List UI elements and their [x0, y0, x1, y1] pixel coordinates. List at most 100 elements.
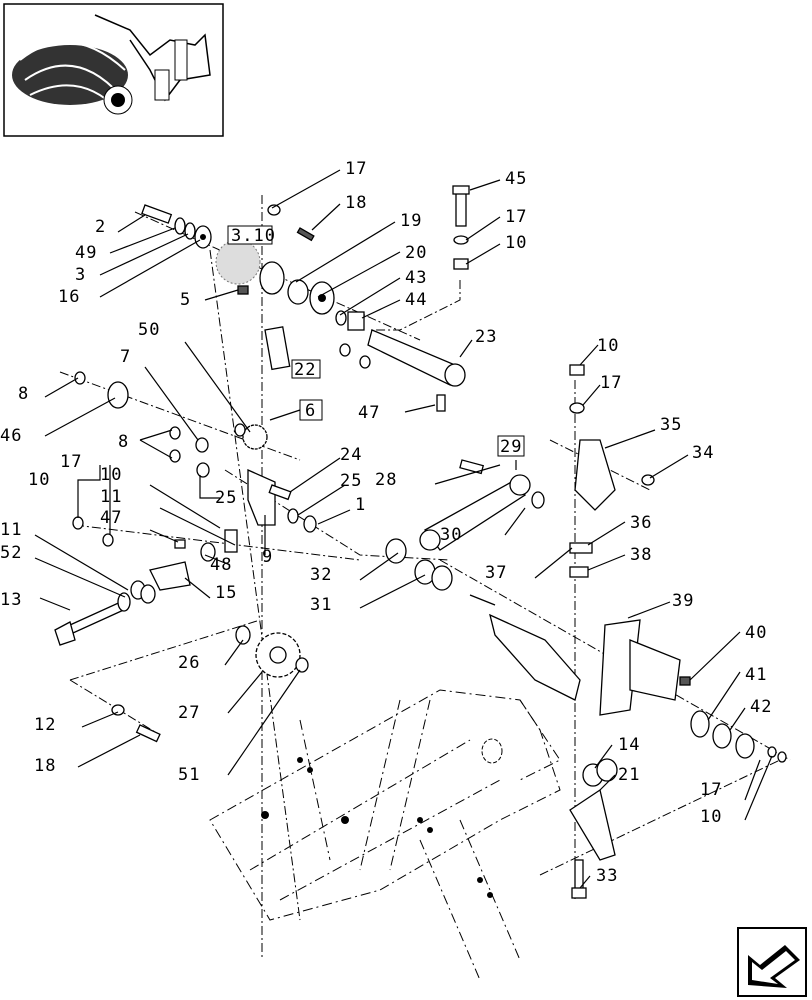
pad-38[interactable] — [569, 566, 589, 578]
washer-43[interactable] — [335, 310, 347, 326]
bolt-13[interactable] — [54, 592, 131, 646]
bolt-18-bottom[interactable] — [135, 724, 161, 743]
callout-17: 17 — [600, 373, 622, 393]
bracket-21[interactable] — [569, 788, 616, 861]
callout-10: 10 — [597, 336, 619, 356]
bolt-45[interactable] — [452, 185, 470, 227]
callout-5: 5 — [180, 290, 191, 310]
arrow-icon — [748, 945, 800, 988]
bearing-20[interactable] — [309, 281, 335, 315]
small-bolt-18-top[interactable] — [296, 227, 315, 242]
callout-15: 15 — [215, 583, 237, 603]
callout-25: 25 — [215, 488, 237, 508]
callout-46: 46 — [0, 426, 22, 446]
fittings-47-48[interactable] — [174, 529, 238, 562]
callout-45: 45 — [505, 169, 527, 189]
chain-link-22[interactable] — [264, 326, 291, 371]
callout-35: 35 — [660, 415, 682, 435]
washer-12[interactable] — [111, 704, 125, 716]
callout-42: 42 — [750, 697, 772, 717]
bolt-33[interactable] — [571, 859, 587, 899]
bolt-28[interactable] — [459, 459, 485, 475]
navigate-next-button[interactable] — [737, 927, 807, 997]
ref-box-22[interactable]: 22 — [291, 359, 321, 380]
callout-23: 23 — [475, 327, 497, 347]
callout-25: 25 — [340, 471, 362, 491]
leader-lines — [34, 169, 773, 889]
ref-box-29[interactable]: 29 — [497, 435, 525, 457]
bolt-2[interactable] — [141, 204, 173, 224]
spacer-26[interactable] — [235, 625, 251, 645]
callout-11: 11 — [0, 520, 22, 540]
tensioner-arm-9[interactable] — [247, 468, 276, 526]
callout-39: 39 — [672, 591, 694, 611]
shaft-23[interactable] — [367, 329, 466, 387]
hub-19[interactable] — [259, 261, 309, 305]
washers-1[interactable] — [287, 508, 317, 533]
bolt-24[interactable] — [268, 484, 292, 501]
callout-17: 17 — [60, 452, 82, 472]
bearing-31[interactable] — [414, 559, 453, 591]
small-washers-left[interactable] — [72, 516, 114, 547]
washer-8-left[interactable] — [74, 371, 86, 385]
callout-27: 27 — [178, 703, 200, 723]
washer-16[interactable] — [194, 225, 212, 249]
bolt-40[interactable] — [679, 676, 691, 686]
callout-19: 19 — [400, 211, 422, 231]
callout-36: 36 — [630, 513, 652, 533]
bracket-35[interactable] — [574, 439, 616, 511]
callout-26: 26 — [178, 653, 200, 673]
spacer-3[interactable] — [184, 222, 196, 240]
callout-51: 51 — [178, 765, 200, 785]
callout-14: 14 — [618, 735, 640, 755]
pad-36[interactable] — [569, 542, 593, 554]
callout-18: 18 — [34, 756, 56, 776]
callout-16: 16 — [58, 287, 80, 307]
washer-17-right[interactable] — [569, 402, 585, 414]
washer-49[interactable] — [174, 217, 186, 235]
washer-51[interactable] — [295, 657, 309, 673]
ref-box-3-10[interactable]: 3.10 — [227, 225, 276, 246]
washer-30[interactable] — [531, 491, 545, 509]
callout-43: 43 — [405, 268, 427, 288]
callout-10: 10 — [505, 233, 527, 253]
thumbnail-inset[interactable] — [3, 3, 224, 137]
washer-17-top-left[interactable] — [267, 204, 281, 216]
callout-21: 21 — [618, 765, 640, 785]
callout-10: 10 — [28, 470, 50, 490]
grease-nipple-47[interactable] — [436, 394, 446, 412]
disc-46[interactable] — [107, 381, 129, 409]
washers-mid[interactable] — [339, 343, 371, 369]
callout-34: 34 — [692, 443, 714, 463]
bushings-14[interactable] — [582, 758, 618, 787]
ref-box-6[interactable]: 6 — [299, 399, 323, 421]
ref-6-label: 6 — [305, 401, 316, 421]
callout-47: 47 — [358, 403, 380, 423]
callout-10: 10 — [100, 465, 122, 485]
callout-17: 17 — [345, 159, 367, 179]
washer-17-top[interactable] — [453, 235, 469, 245]
bolt-5[interactable] — [237, 285, 249, 295]
clip-44[interactable] — [347, 311, 365, 331]
callout-48: 48 — [210, 555, 232, 575]
link-30[interactable] — [419, 474, 531, 551]
bracket-52[interactable] — [130, 561, 191, 604]
callout-11: 11 — [100, 487, 122, 507]
callout-10: 10 — [700, 807, 722, 827]
sprocket-50[interactable] — [234, 423, 268, 450]
nut-10-top[interactable] — [453, 258, 469, 270]
bearing-42[interactable] — [712, 723, 755, 759]
callout-40: 40 — [745, 623, 767, 643]
washer-32[interactable] — [385, 538, 407, 564]
callout-2: 2 — [95, 217, 106, 237]
crank-39[interactable] — [469, 594, 681, 716]
hub-41[interactable] — [690, 710, 710, 738]
callout-8: 8 — [18, 384, 29, 404]
nut-10-right[interactable] — [569, 364, 585, 376]
callout-28: 28 — [375, 470, 397, 490]
callout-38: 38 — [630, 545, 652, 565]
washers-7-8[interactable] — [169, 426, 210, 478]
callout-18: 18 — [345, 193, 367, 213]
sprocket-27[interactable] — [255, 632, 301, 678]
